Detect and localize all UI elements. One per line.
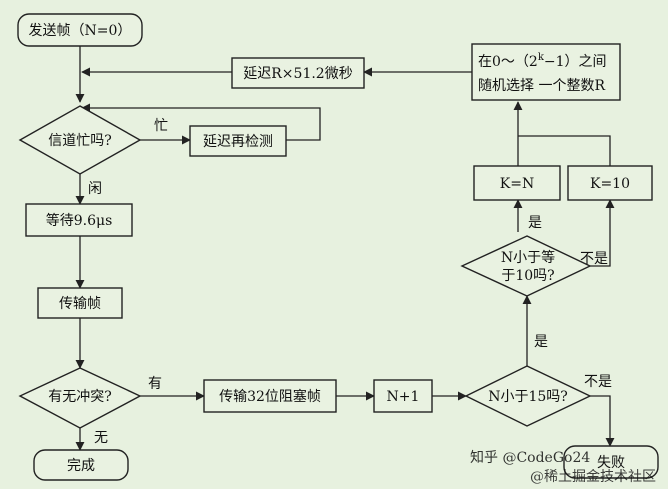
channel-busy-decision (18, 105, 142, 175)
random-label-1b: −1）之间 (544, 54, 607, 70)
node-fail: 失败 (563, 445, 659, 479)
start-label: 发送帧（N=0） (29, 23, 132, 39)
node-collision: 有无冲突? (18, 367, 142, 429)
done-label: 完成 (67, 458, 95, 474)
transmit-box (37, 287, 123, 319)
fail-terminal (563, 445, 659, 479)
node-k-eq-n: K=N (473, 165, 561, 201)
fail-label: 失败 (597, 455, 625, 471)
edge-n10-to-keq10 (590, 199, 615, 267)
edge-label-has: 有 (148, 376, 162, 392)
node-start: 发送帧（N=0） (17, 13, 143, 47)
node-wait: 等待9.6μs (25, 203, 133, 237)
n-le-10-label-1: N小于等 (501, 249, 555, 266)
collision-decision (18, 367, 142, 429)
node-transmit: 传输帧 (37, 287, 123, 319)
node-n-le-10: N小于等 于10吗? (460, 235, 592, 297)
start-terminal (17, 13, 143, 47)
random-label-1a: 在0～（2 (478, 54, 538, 70)
node-random: 在0～（2k−1）之间 随机选择 一个整数R (471, 43, 621, 101)
n-less-15-label: N小于15吗? (488, 389, 568, 405)
edge-label-idle: 闲 (88, 181, 102, 197)
delay-r-box (231, 57, 365, 89)
random-label-1-sup: k (538, 52, 545, 63)
node-delay-recheck: 延迟再检测 (189, 125, 287, 157)
edge-label-yes-10: 是 (528, 215, 542, 231)
transmit-label: 传输帧 (59, 296, 101, 312)
n-le-10-decision (460, 235, 592, 297)
edge-keq10-merge (518, 135, 611, 166)
node-increment: N+1 (373, 379, 433, 413)
n-less-15-decision (464, 365, 592, 427)
node-delay-r: 延迟R×51.2微秒 (231, 57, 365, 89)
node-n-less-15: N小于15吗? (464, 365, 592, 427)
k-eq-n-label: K=N (500, 176, 534, 192)
delay-recheck-box (189, 125, 287, 157)
node-jam: 传输32位阻塞帧 (203, 379, 337, 413)
channel-busy-label: 信道忙吗? (48, 133, 112, 149)
watermark-line-1: 知乎 @CodeGo24 (470, 449, 590, 466)
k-eq-10-box (567, 165, 653, 201)
jam-label: 传输32位阻塞帧 (219, 388, 321, 405)
delay-recheck-label: 延迟再检测 (203, 134, 273, 150)
edge-n15-to-fail (590, 395, 615, 447)
increment-label: N+1 (387, 389, 420, 405)
node-done: 完成 (33, 449, 129, 481)
increment-box (373, 379, 433, 413)
delay-r-label: 延迟R×51.2微秒 (243, 66, 352, 82)
node-k-eq-10: K=10 (567, 165, 653, 201)
edge-delay-loop (81, 103, 321, 141)
collision-label: 有无冲突? (48, 389, 112, 405)
done-terminal (33, 449, 129, 481)
watermark-line-2: @稀土掘金技术社区 (530, 469, 656, 485)
jam-box (203, 379, 337, 413)
random-box (471, 43, 621, 101)
edge-label-no-10: 不是 (580, 251, 608, 267)
wait-label: 等待9.6μs (46, 212, 113, 229)
edge-label-busy: 忙 (154, 118, 168, 134)
random-label-2: 随机选择 一个整数R (478, 78, 605, 94)
k-eq-n-box (473, 165, 561, 201)
edge-label-none: 无 (94, 430, 108, 446)
connectors (75, 46, 615, 451)
wait-box (25, 203, 133, 237)
k-eq-10-label: K=10 (590, 176, 630, 192)
n-le-10-label-2: 于10吗? (501, 268, 554, 284)
edge-label-yes-15: 是 (534, 334, 548, 350)
edge-label-no-15: 不是 (584, 374, 612, 390)
random-label-1: 在0～（2k−1）之间 (478, 52, 607, 70)
node-channel-busy: 信道忙吗? (18, 105, 142, 175)
